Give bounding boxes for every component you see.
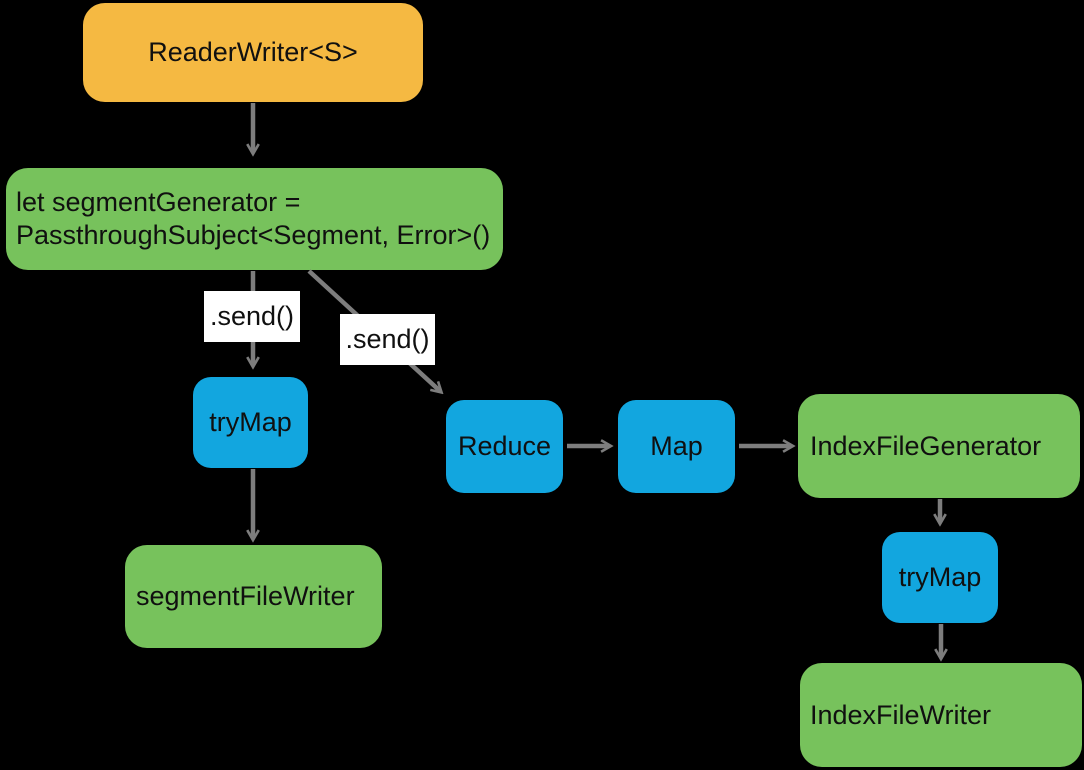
node-segment-file-writer-label: segmentFileWriter xyxy=(136,581,355,611)
node-map: Map xyxy=(618,400,735,493)
edge-label-send-2: .send() xyxy=(340,314,435,365)
node-reduce-label: Reduce xyxy=(457,431,552,461)
node-reader-writer-label: ReaderWriter<S> xyxy=(148,37,358,67)
node-reduce: Reduce xyxy=(446,400,563,493)
edge-label-send-1: .send() xyxy=(204,291,300,342)
node-reader-writer: ReaderWriter<S> xyxy=(83,3,423,102)
node-segment-generator: let segmentGenerator = PassthroughSubjec… xyxy=(6,168,503,270)
node-index-file-generator-label: IndexFileGenerator xyxy=(810,430,1042,461)
node-try-map-2-label: tryMap xyxy=(898,562,982,592)
node-index-file-writer: IndexFileWriter xyxy=(800,663,1082,767)
node-try-map-1: tryMap xyxy=(193,377,308,468)
edge-label-send-2-text: .send() xyxy=(345,324,430,354)
node-try-map-1-label: tryMap xyxy=(209,407,292,437)
node-index-file-writer-label: IndexFileWriter xyxy=(810,699,992,730)
node-map-label: Map xyxy=(650,431,703,461)
node-try-map-2: tryMap xyxy=(882,532,998,623)
node-segment-generator-label: let segmentGenerator = PassthroughSubjec… xyxy=(16,187,491,250)
edge-label-send-1-text: .send() xyxy=(209,301,295,331)
node-segment-file-writer: segmentFileWriter xyxy=(125,545,382,648)
node-index-file-generator: IndexFileGenerator xyxy=(798,394,1080,498)
